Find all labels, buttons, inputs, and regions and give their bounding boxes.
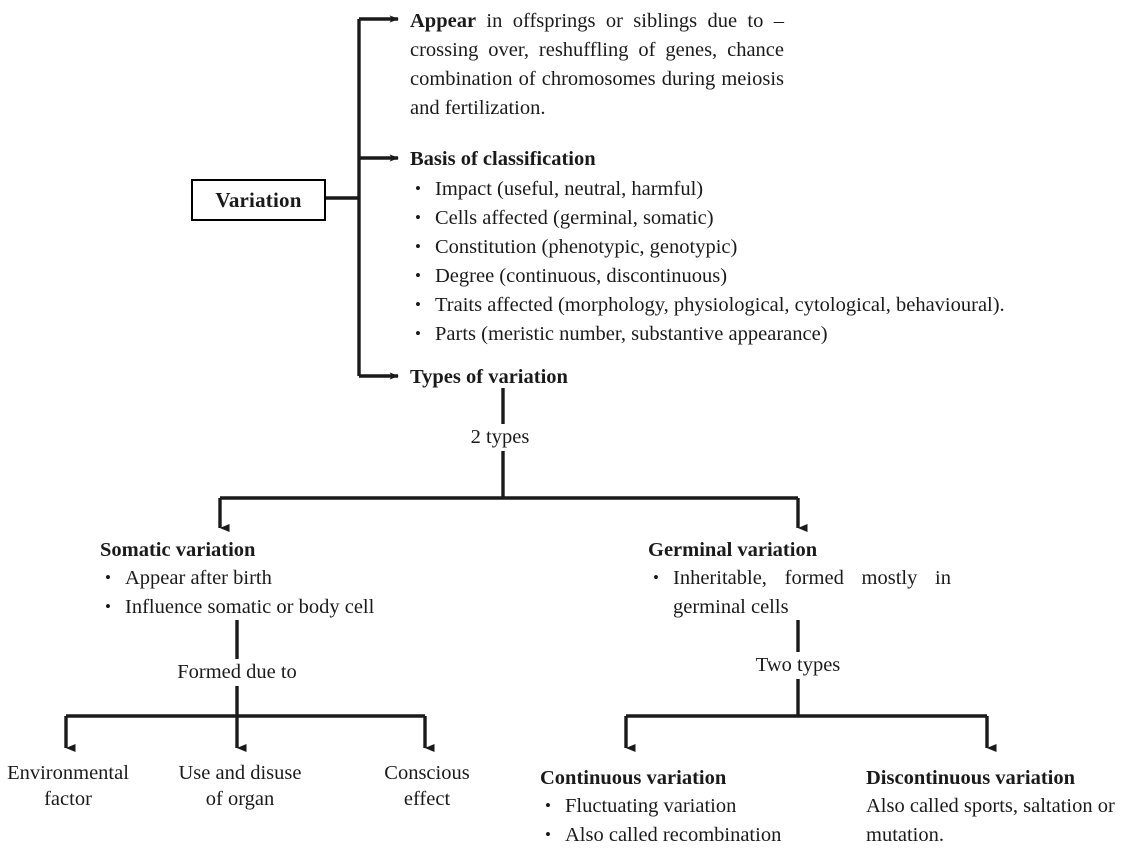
list-item: Influence somatic or body cell — [103, 592, 433, 622]
node-continuous-heading: Continuous variation — [540, 767, 727, 789]
leaf-line-2: factor — [44, 788, 92, 810]
list-item: Impact (useful, neutral, harmful) — [413, 174, 1093, 204]
node-variation[interactable]: Variation — [191, 179, 326, 221]
list-item: Appear after birth — [103, 563, 433, 593]
branch-appear-rest: in offsprings or siblings due to – cross… — [410, 10, 784, 119]
node-discontinuous-text: Also called sports, saltation or mutatio… — [866, 795, 1115, 846]
leaf-line-1: Environmental — [7, 762, 129, 784]
node-somatic-heading: Somatic variation — [100, 539, 256, 561]
leaf-conscious-effect: Conscious effect — [384, 760, 469, 812]
leaf-environmental-factor: Environmental factor — [7, 760, 129, 812]
leaf-line-1: Use and disuse — [178, 762, 302, 784]
list-item: Traits affected (morphology, physiologic… — [413, 290, 1093, 320]
list-item: Cells affected (germinal, somatic) — [413, 203, 1093, 233]
list-item: Degree (continuous, discontinuous) — [413, 261, 1093, 291]
leaf-line-2: effect — [403, 788, 451, 810]
branch-basis-list: Impact (useful, neutral, harmful) Cells … — [413, 174, 1093, 349]
node-variation-label: Variation — [215, 187, 302, 212]
leaf-line-2: of organ — [205, 788, 275, 810]
node-continuous-list: Fluctuating variation Also called recomb… — [543, 791, 843, 850]
leaf-use-and-disuse: Use and disuse of organ — [179, 760, 302, 812]
branch-basis-heading: Basis of classification — [410, 148, 596, 170]
node-germinal-heading: Germinal variation — [648, 539, 818, 561]
list-item: Inheritable, formed mostly in germinal c… — [651, 563, 951, 622]
label-formed-due-to: Formed due to — [167, 659, 307, 686]
label-2-types: 2 types — [462, 424, 538, 451]
node-germinal-list: Inheritable, formed mostly in germinal c… — [651, 563, 951, 622]
list-item: Constitution (phenotypic, genotypic) — [413, 232, 1093, 262]
branch-appear-text: Appear in offsprings or siblings due to … — [410, 7, 784, 123]
list-item: Parts (meristic number, substantive appe… — [413, 319, 1093, 349]
list-item: Fluctuating variation — [543, 791, 843, 821]
branch-appear-bold: Appear — [410, 10, 477, 32]
branch-types-heading: Types of variation — [410, 366, 568, 388]
node-somatic-list: Appear after birth Influence somatic or … — [103, 563, 433, 622]
list-item: Also called recombination — [543, 820, 843, 850]
leaf-line-1: Conscious — [384, 762, 470, 784]
node-discontinuous-heading: Discontinuous variation — [866, 767, 1076, 789]
label-two-types: Two types — [745, 652, 851, 679]
